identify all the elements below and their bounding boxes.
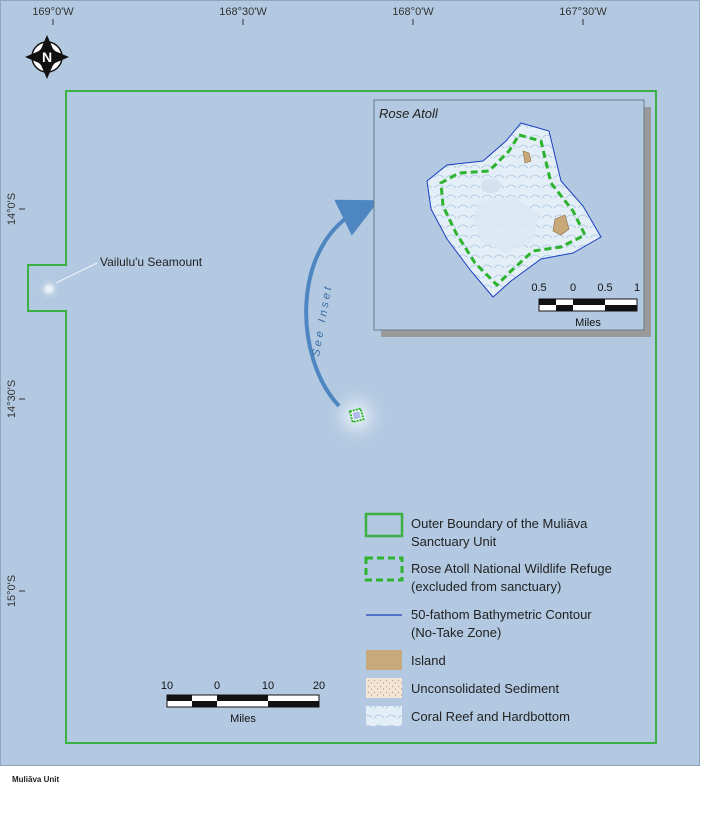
legend-label-contour-2: (No-Take Zone) [411, 625, 501, 640]
seamount-feature [37, 277, 61, 301]
inset-scale-label-1: 0 [570, 282, 576, 294]
lon-label-169: 169°0'W [32, 6, 74, 18]
scale-label-1: 0 [214, 680, 220, 692]
legend-swatch-reef [366, 706, 402, 726]
scale-unit: Miles [230, 713, 256, 725]
inset-scale-bar: 0.5 0 0.5 1 Miles [531, 282, 640, 329]
legend-label-refuge-2: (excluded from sanctuary) [411, 579, 561, 594]
legend-label-contour-1: 50-fathom Bathymetric Contour [411, 607, 592, 622]
see-inset-label: See Inset [310, 283, 335, 357]
inset-scale-label-3: 1 [634, 282, 640, 294]
legend-swatch-refuge [364, 556, 404, 582]
legend-label-refuge-1: Rose Atoll National Wildlife Refuge [411, 561, 612, 576]
legend-label-island: Island [411, 653, 446, 668]
legend-label-sediment: Unconsolidated Sediment [411, 681, 560, 696]
legend-label-boundary-2: Sanctuary Unit [411, 534, 497, 549]
seamount-label: Vailulu'u Seamount [100, 255, 203, 269]
lat-label-14-0: 14°0'S [6, 193, 18, 225]
inset-title: Rose Atoll [379, 106, 439, 121]
inset-scale-label-2: 0.5 [597, 282, 612, 294]
map-caption: Muliāva Unit [12, 775, 60, 784]
legend-swatch-sediment [366, 678, 402, 698]
inset-refuge-boundary [439, 133, 588, 288]
north-arrow-letter: N [42, 49, 52, 65]
inset-scale-label-0: 0.5 [531, 282, 546, 294]
scale-label-3: 20 [313, 680, 325, 692]
lon-label-167-30: 167°30'W [559, 6, 607, 18]
lat-label-15-0: 15°0'S [6, 575, 18, 607]
sanctuary-boundary [27, 90, 657, 744]
scale-label-2: 10 [262, 680, 274, 692]
legend-label-reef: Coral Reef and Hardbottom [411, 709, 570, 724]
map-canvas: 169°0'W 168°30'W 168°0'W 167°30'W 14°0'S… [6, 6, 657, 744]
scale-bar: 10 0 10 20 Miles [161, 680, 325, 725]
inset-island-small [522, 150, 532, 164]
inset-map: Rose Atoll 0.5 0 0.5 1 Miles [373, 99, 651, 337]
north-arrow-icon: N [25, 35, 69, 79]
legend: Outer Boundary of the Muliāva Sanctuary … [364, 512, 612, 726]
inset-scale-unit: Miles [575, 317, 601, 329]
inset-island [552, 214, 570, 236]
rose-atoll-marker [325, 384, 389, 448]
legend-swatch-boundary [364, 512, 404, 538]
inset-lagoon [473, 197, 539, 253]
legend-label-boundary-1: Outer Boundary of the Muliāva [411, 516, 588, 531]
see-inset-arrow [304, 199, 379, 408]
lon-label-168-30: 168°30'W [219, 6, 267, 18]
scale-label-0: 10 [161, 680, 173, 692]
lon-label-168: 168°0'W [392, 6, 434, 18]
map-frame: 169°0'W 168°30'W 168°0'W 167°30'W 14°0'S… [0, 0, 700, 766]
lat-label-14-30: 14°30'S [6, 380, 18, 418]
legend-swatch-island [366, 650, 402, 670]
